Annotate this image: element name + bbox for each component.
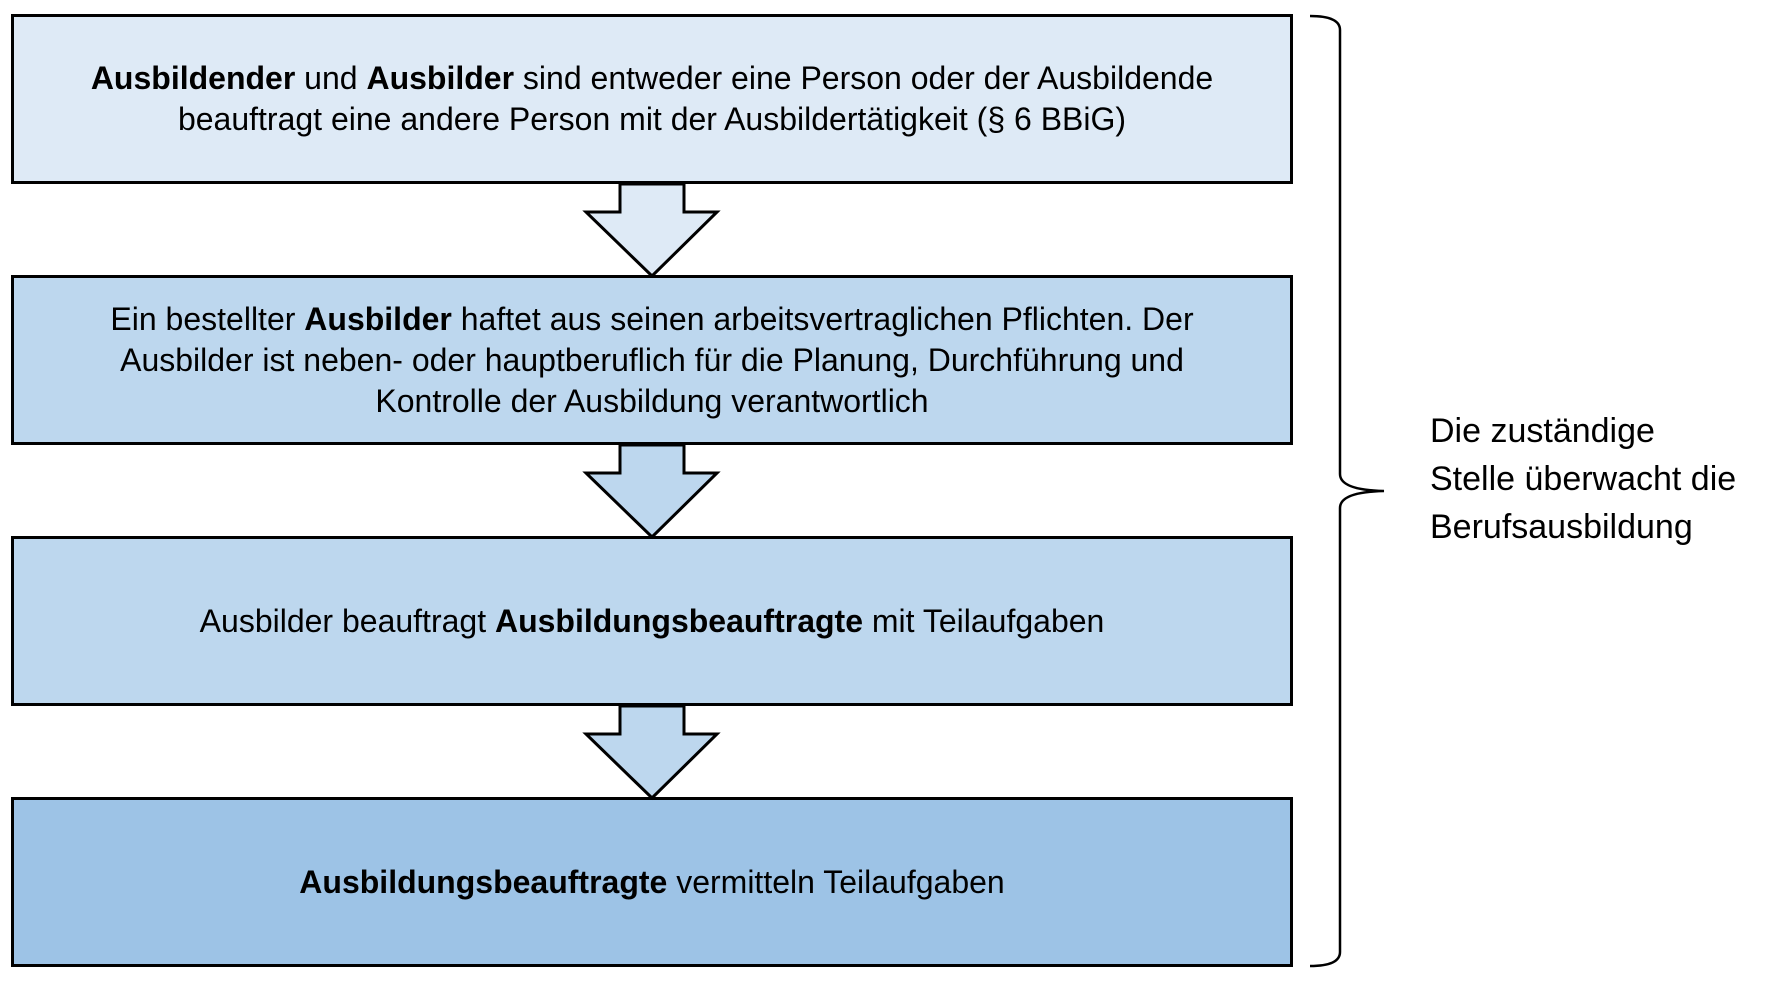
text-run: mit Teilaufgaben [862,602,1105,639]
text-run: haftet aus seinen arbeitsvertraglichen P… [451,300,1194,337]
down-arrow-2 [582,443,721,540]
bold-term: Ausbildungsbeauftragte [299,863,668,900]
bold-term: Ausbilder [366,60,515,96]
flow-box-1-text: Ausbildender und Ausbilder sind entweder… [91,58,1213,140]
text-run: und [295,60,367,96]
text-run: beauftragt eine andere Person mit der Au… [177,101,1127,137]
flow-box-2: Ein bestellter Ausbilder haftet aus sein… [11,275,1293,445]
flow-box-3: Ausbilder beauftragt Ausbildungsbeauftra… [11,536,1293,706]
flow-box-4-text: Ausbildungsbeauftragte vermitteln Teilau… [299,862,1004,903]
side-note: Die zuständige Stelle überwacht die Beru… [1430,407,1736,551]
bold-term: Ausbildungsbeauftragte [494,602,863,639]
flow-box-2-text: Ein bestellter Ausbilder haftet aus sein… [110,299,1193,422]
text-run: Ausbilder beauftragt [199,602,495,639]
side-note-line-3: Berufsausbildung [1430,508,1693,546]
down-arrow-3 [582,704,721,801]
bold-term: Ausbildender [90,60,296,96]
text-run: Ausbilder ist neben- oder hauptberuflich… [120,341,1184,378]
down-arrow-1 [582,182,721,279]
flow-box-4: Ausbildungsbeauftragte vermitteln Teilau… [11,797,1293,967]
flow-box-1: Ausbildender und Ausbilder sind entweder… [11,14,1293,184]
flow-box-3-text: Ausbilder beauftragt Ausbildungsbeauftra… [200,601,1105,642]
side-note-line-2: Stelle überwacht die [1430,460,1737,498]
text-run: Ein bestellter [110,300,305,337]
text-run: vermitteln Teilaufgaben [667,863,1005,900]
text-run: sind entweder eine Person oder der Ausbi… [514,60,1214,96]
side-note-line-1: Die zuständige [1430,412,1655,450]
right-brace [1309,14,1385,968]
text-run: Kontrolle der Ausbildung verantwortlich [375,382,929,419]
bold-term: Ausbilder [304,300,452,337]
